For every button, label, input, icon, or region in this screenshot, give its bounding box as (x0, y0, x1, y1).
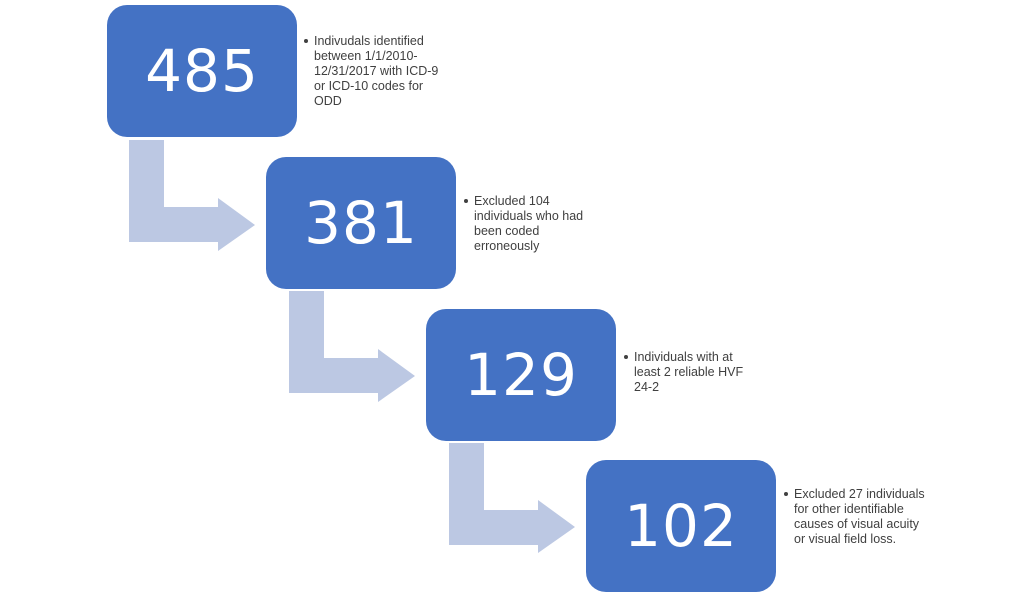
step-1-note: Indivudals identified between 1/1/2010-1… (302, 34, 442, 109)
bent-arrow-2-to-3 (289, 291, 415, 402)
step-3-note: Individuals with at least 2 reliable HVF… (622, 350, 762, 395)
step-2-count-box: 381 (266, 157, 456, 289)
step-4-count-box: 102 (586, 460, 776, 592)
step-4-count: 102 (624, 492, 738, 560)
step-3-count: 129 (464, 341, 578, 409)
step-4-note-text: Excluded 27 individuals for other identi… (784, 487, 927, 547)
bent-arrow-3-to-4 (449, 443, 575, 553)
step-1-count: 485 (145, 37, 259, 105)
step-4-note: Excluded 27 individuals for other identi… (782, 487, 927, 547)
bent-arrow-1-to-2 (129, 140, 255, 251)
step-2-note: Excluded 104 individuals who had been co… (462, 194, 602, 254)
step-3-count-box: 129 (426, 309, 616, 441)
step-3-note-text: Individuals with at least 2 reliable HVF… (624, 350, 762, 395)
step-1-note-text: Indivudals identified between 1/1/2010-1… (304, 34, 442, 109)
step-1-count-box: 485 (107, 5, 297, 137)
step-2-count: 381 (304, 189, 418, 257)
step-2-note-text: Excluded 104 individuals who had been co… (464, 194, 602, 254)
